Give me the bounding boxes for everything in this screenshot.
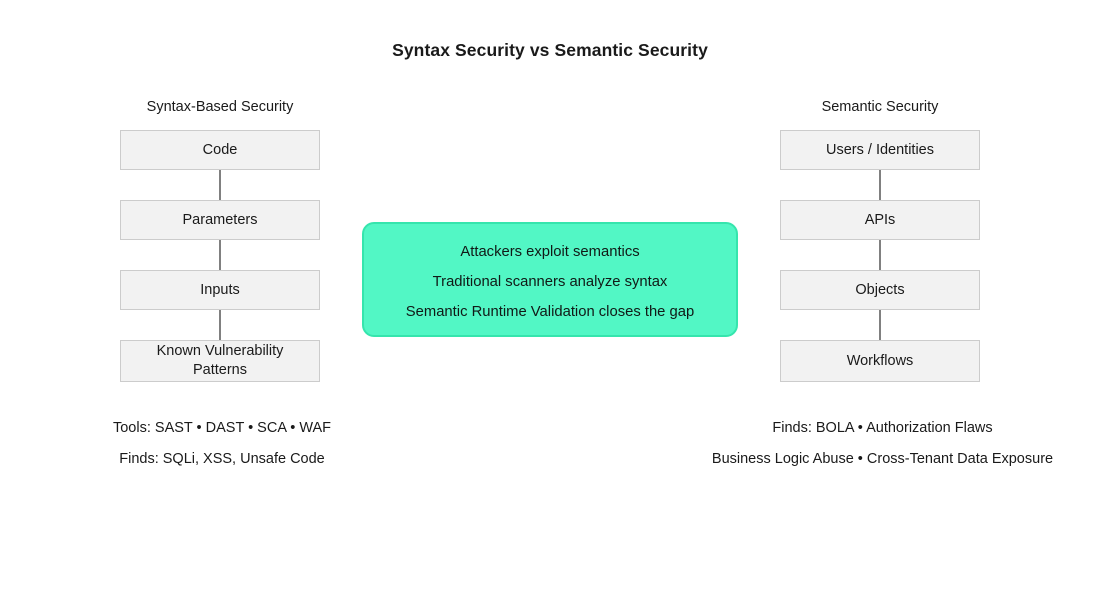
left-footer: Tools: SAST • DAST • SCA • WAF Finds: SQ… — [62, 418, 382, 480]
node-inputs: Inputs — [120, 270, 320, 310]
right-footer: Finds: BOLA • Authorization Flaws Busine… — [660, 418, 1100, 480]
node-parameters-label: Parameters — [182, 211, 258, 228]
highlight-note: Attackers exploit semantics Traditional … — [362, 222, 738, 337]
node-code-label: Code — [202, 141, 238, 158]
connector-line — [879, 310, 881, 340]
left-column-header: Syntax-Based Security — [146, 99, 294, 115]
right-column-header: Semantic Security — [821, 99, 939, 115]
node-objects: Objects — [780, 270, 980, 310]
note-line-scanners: Traditional scanners analyze syntax — [432, 274, 668, 290]
node-known-vulnerability-patterns: Known Vulnerability Patterns — [120, 340, 320, 382]
node-apis: APIs — [780, 200, 980, 240]
note-line-validation: Semantic Runtime Validation closes the g… — [405, 304, 695, 320]
connector-line — [879, 240, 881, 270]
connector-line — [219, 240, 221, 270]
node-parameters: Parameters — [120, 200, 320, 240]
node-workflows-label: Workflows — [846, 352, 914, 369]
node-inputs-label: Inputs — [200, 281, 240, 298]
diagram-title: Syntax Security vs Semantic Security — [392, 40, 708, 60]
connector-line — [879, 170, 881, 200]
node-users-identities-label: Users / Identities — [826, 141, 934, 158]
node-workflows: Workflows — [780, 340, 980, 382]
node-users-identities: Users / Identities — [780, 130, 980, 170]
right-finds-line-2: Business Logic Abuse • Cross-Tenant Data… — [711, 451, 1054, 467]
node-objects-label: Objects — [855, 281, 905, 298]
node-code: Code — [120, 130, 320, 170]
right-finds-line: Finds: BOLA • Authorization Flaws — [772, 420, 993, 436]
left-finds-line: Finds: SQLi, XSS, Unsafe Code — [119, 451, 325, 467]
left-tools-line: Tools: SAST • DAST • SCA • WAF — [112, 420, 332, 436]
connector-line — [219, 310, 221, 340]
connector-line — [219, 170, 221, 200]
node-known-vulnerability-patterns-label: Known Vulnerability Patterns — [156, 343, 284, 378]
node-apis-label: APIs — [864, 211, 896, 228]
note-line-attackers: Attackers exploit semantics — [460, 244, 640, 260]
